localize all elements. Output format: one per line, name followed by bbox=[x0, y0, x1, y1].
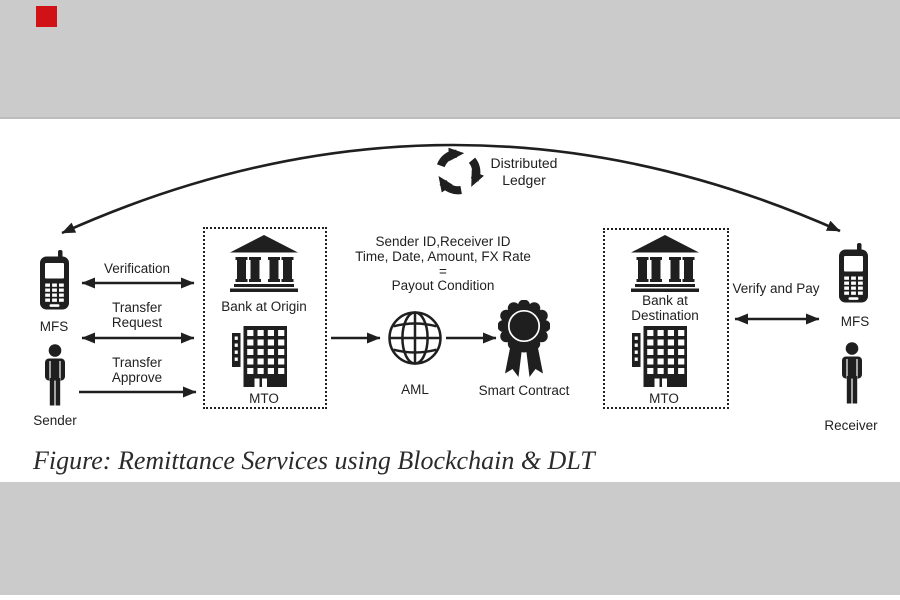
receiver-label: Receiver bbox=[824, 418, 878, 433]
bank-destination-mto-box bbox=[603, 228, 729, 409]
bank-building-icon bbox=[230, 235, 298, 292]
bank-destination-label: Bank at Destination bbox=[631, 293, 699, 323]
bottom-gray-band bbox=[0, 482, 900, 595]
award-seal-icon bbox=[497, 299, 551, 388]
sender-mfs-label: MFS bbox=[39, 319, 69, 334]
red-marker-square bbox=[36, 6, 57, 27]
mobile-phone-icon bbox=[39, 250, 70, 310]
person-icon bbox=[43, 344, 67, 406]
payout-condition-text: Sender ID,Receiver ID Time, Date, Amount… bbox=[355, 234, 531, 294]
bank-building-icon bbox=[631, 235, 699, 292]
verification-label: Verification bbox=[103, 261, 171, 276]
circular-arrows-icon bbox=[431, 145, 485, 199]
office-building-icon bbox=[632, 326, 687, 387]
top-gray-band bbox=[0, 0, 900, 119]
sender-label: Sender bbox=[33, 413, 77, 428]
distributed-ledger-label: Distributed Ledger bbox=[490, 155, 558, 188]
destination-mto-label: MTO bbox=[649, 391, 679, 406]
aml-label: AML bbox=[401, 382, 429, 397]
figure-caption: Figure: Remittance Services using Blockc… bbox=[33, 446, 595, 475]
origin-mto-label: MTO bbox=[249, 391, 279, 406]
mobile-phone-icon bbox=[838, 243, 869, 303]
person-icon bbox=[840, 342, 864, 404]
receiver-mfs-label: MFS bbox=[840, 314, 870, 329]
bank-origin-label: Bank at Origin bbox=[221, 299, 307, 314]
globe-icon bbox=[387, 310, 443, 366]
bank-origin-mto-box bbox=[203, 227, 327, 409]
smart-contract-label: Smart Contract bbox=[478, 383, 570, 398]
verify-pay-label: Verify and Pay bbox=[732, 281, 820, 296]
office-building-icon bbox=[232, 326, 287, 387]
